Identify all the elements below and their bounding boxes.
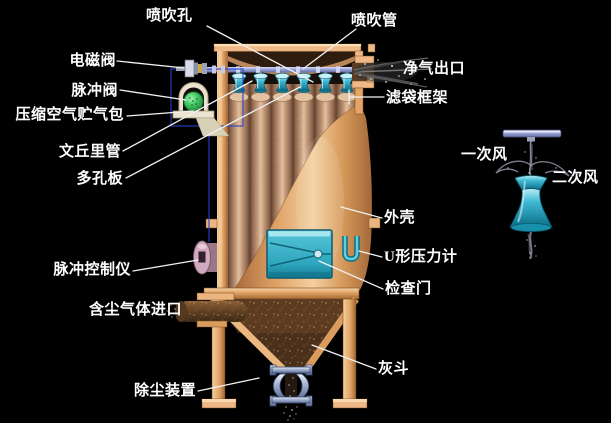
label-blow-pipe: 喷吹管	[351, 13, 398, 29]
leader-solenoid-valve	[116, 60, 185, 69]
label-blow-holes: 喷吹孔	[146, 8, 193, 24]
leader-pulse-controller	[132, 259, 199, 272]
pulse-valve	[178, 82, 209, 112]
leader-shell	[340, 206, 383, 219]
label-dusty-gas-inlet: 含尘气体进口	[88, 302, 182, 318]
label-ash-hopper: 灰斗	[378, 361, 410, 377]
secondary-air-curl	[495, 160, 533, 174]
label-clean-air-outlet: 净气出口	[403, 61, 466, 77]
u-manometer	[342, 236, 360, 262]
leader-air-reservoir	[126, 110, 194, 117]
label-dust-unloader: 除尘装置	[133, 383, 196, 399]
label-primary-air: 一次风	[461, 147, 508, 163]
label-pulse-controller: 脉冲控制仪	[53, 262, 131, 278]
dust-unloader-device	[269, 364, 313, 421]
dust-inlet-pipe	[166, 292, 247, 328]
air-reservoir	[172, 110, 230, 137]
inspection-door	[266, 229, 333, 279]
leader-blow-holes	[206, 25, 314, 83]
left-wall-flange	[205, 218, 218, 229]
label-secondary-air: 二次风	[552, 170, 599, 186]
leader-venturi-tube	[122, 80, 253, 152]
leader-u-manometer	[358, 250, 383, 258]
leader-perforated-plate	[125, 86, 301, 179]
pulse-controller	[193, 240, 217, 275]
clean-air-outlet-spray	[353, 57, 433, 88]
leader-dust-unloader	[197, 377, 260, 392]
support-leg	[342, 298, 357, 402]
leader-lines	[116, 25, 385, 392]
label-air-reservoir: 压缩空气贮气包	[15, 107, 124, 123]
mini-venturi-diagram	[495, 129, 570, 260]
label-solenoid-valve: 电磁阀	[69, 53, 116, 69]
secondary-air-curl	[529, 160, 570, 177]
left-wall	[217, 51, 228, 297]
falling-dust	[283, 406, 298, 421]
leader-inspection-door	[318, 260, 384, 290]
blow-pipe	[202, 66, 353, 73]
label-pulse-valve: 脉冲阀	[71, 83, 118, 99]
leader-pulse-valve	[119, 89, 187, 101]
leader-ash-hopper	[311, 344, 377, 370]
solenoid-valve	[176, 59, 225, 78]
right-wall-flange	[368, 217, 381, 229]
door-knob	[313, 249, 323, 259]
label-inspection-door: 检查门	[385, 281, 432, 297]
label-perforated-plate: 多孔板	[76, 171, 123, 187]
ash-hopper	[203, 287, 360, 376]
label-u-manometer: U形压力计	[384, 249, 458, 265]
leader-blow-pipe	[302, 28, 357, 70]
label-venturi-tube: 文丘里管	[58, 144, 121, 160]
label-shell: 外壳	[384, 210, 416, 226]
label-bag-cage: 滤袋框架	[386, 90, 449, 106]
